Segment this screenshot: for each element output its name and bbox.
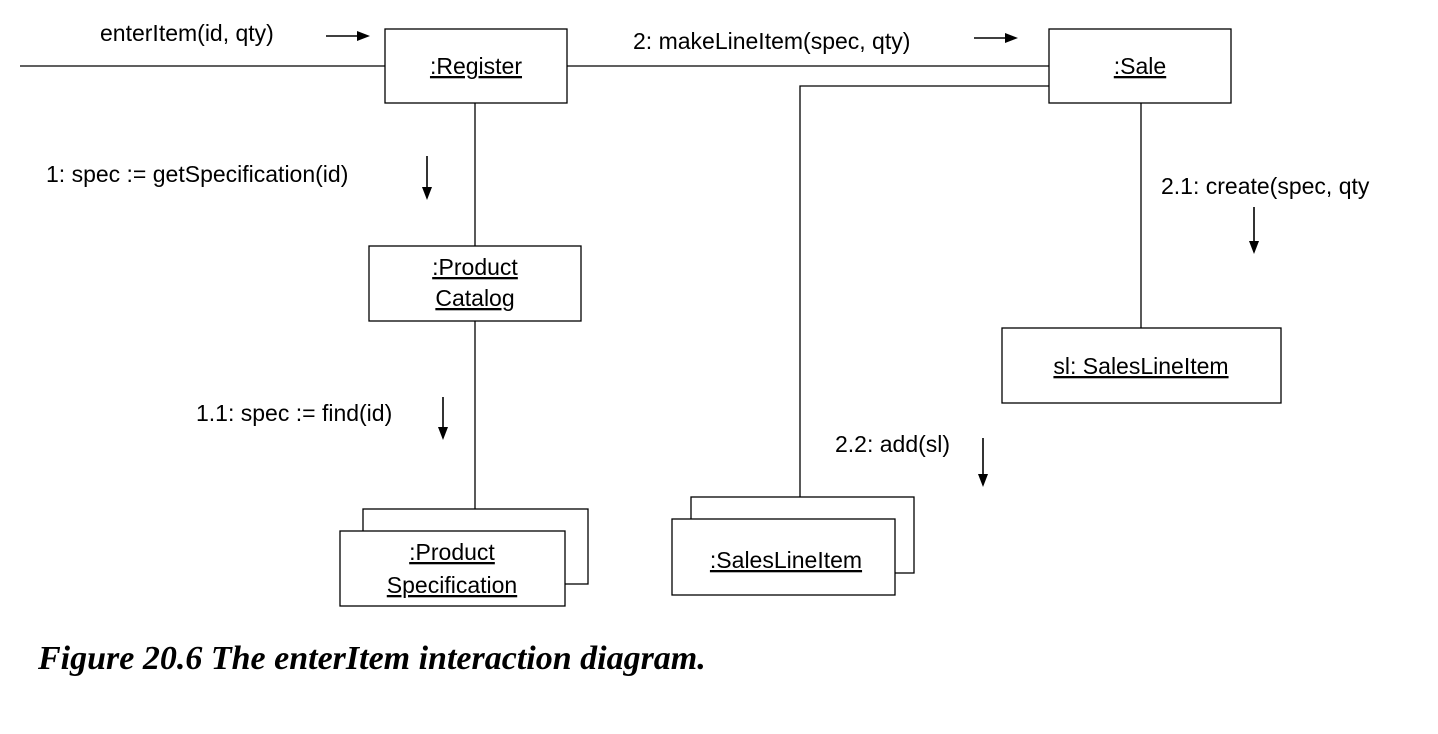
sales-line-item-instance-label: sl: SalesLineItem [1053,353,1228,379]
message-get-specification: 1: spec := getSpecification(id) [46,161,348,187]
create-arrow-icon [1249,207,1259,254]
message-enter-item: enterItem(id, qty) [100,20,274,46]
product-catalog-label-line1: :Product [432,254,518,280]
product-catalog-label-line2: Catalog [435,285,514,311]
sale-object: :Sale [1048,28,1232,104]
message-find: 1.1: spec := find(id) [196,400,392,426]
message-add: 2.2: add(sl) [835,431,950,457]
make-line-item-arrow-icon [974,33,1018,43]
product-specification-multiobject: :Product Specification [339,508,589,607]
figure-caption: Figure 20.6 The enterItem interaction di… [38,640,706,677]
get-specification-arrow-icon [422,156,432,200]
sales-line-item-multiobject: :SalesLineItem [671,496,915,596]
find-arrow-icon [438,397,448,440]
register-object-label: :Register [430,53,522,79]
message-create: 2.1: create(spec, qty [1161,173,1370,199]
sales-line-item-multi-label: :SalesLineItem [710,547,862,573]
sale-saleslineitems-link [799,85,1049,497]
product-specification-label-line2: Specification [387,572,517,598]
product-specification-label-line1: :Product [409,539,495,565]
product-catalog-object: :Product Catalog [368,245,582,322]
sale-object-label: :Sale [1114,53,1166,79]
register-object: :Register [384,28,568,104]
enter-item-arrow-icon [326,31,370,41]
sales-line-item-instance-object: sl: SalesLineItem [1001,327,1282,404]
message-make-line-item: 2: makeLineItem(spec, qty) [633,28,910,54]
add-arrow-icon [978,438,988,487]
